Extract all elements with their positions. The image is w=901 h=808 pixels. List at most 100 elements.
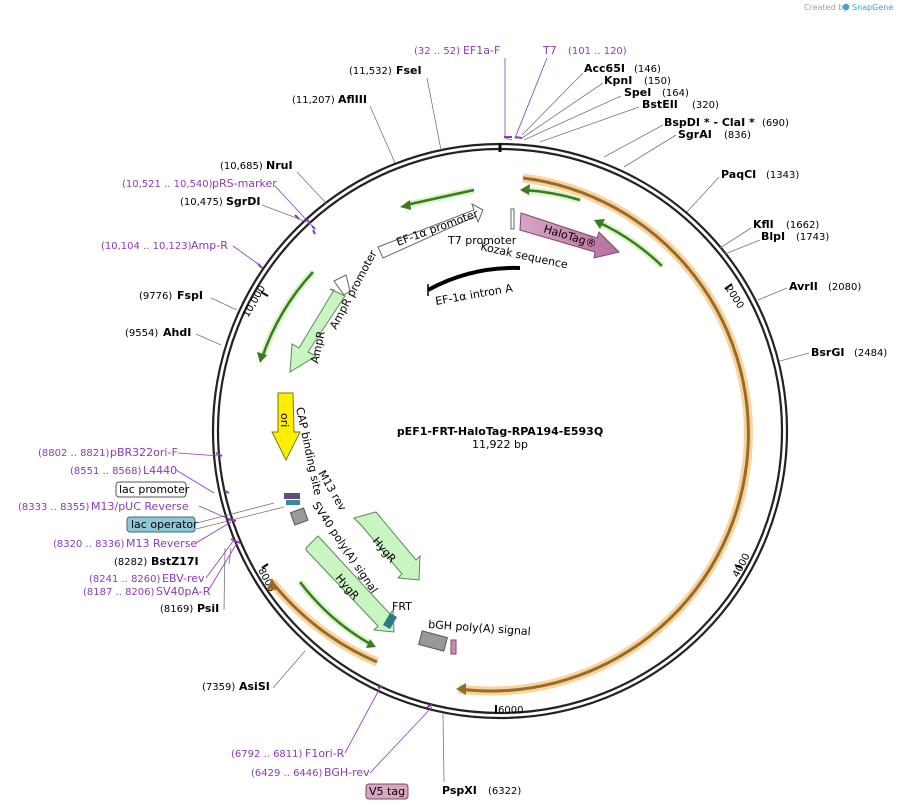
primer-sv40pa-r: SV40pA-R xyxy=(156,585,211,598)
enzyme-spei: SpeI xyxy=(624,86,651,99)
bgh-box xyxy=(418,630,448,652)
frt-shape xyxy=(383,612,397,630)
lac-cluster-2 xyxy=(286,500,300,505)
svg-text:(6322): (6322) xyxy=(488,786,521,797)
enzyme-pspxi: PspXI xyxy=(442,784,477,797)
ori-shape xyxy=(271,392,301,462)
bgh-label: bGH poly(A) signal xyxy=(428,618,531,638)
cap-label: CAP binding site xyxy=(293,406,324,497)
svg-text:(8241 .. 8260): (8241 .. 8260) xyxy=(89,574,161,585)
t7-promoter-label: T7 promoter xyxy=(447,234,517,247)
leader-lines xyxy=(195,72,810,783)
svg-text:(10,104 .. 10,123): (10,104 .. 10,123) xyxy=(101,241,192,252)
halotag-shape xyxy=(519,212,620,259)
svg-text:(7359): (7359) xyxy=(202,682,235,693)
orf-hygr xyxy=(270,581,378,664)
v5-tag-label: V5 tag xyxy=(369,785,405,798)
svg-text:(6429 .. 6446): (6429 .. 6446) xyxy=(251,768,323,779)
primer-ebv-rev: EBV-rev xyxy=(162,572,205,585)
ef1a-promoter-shape xyxy=(377,202,484,259)
lac-promoter-label: lac promoter xyxy=(119,483,190,496)
sv40-box xyxy=(289,507,309,526)
primer-m13-reverse: M13 Reverse xyxy=(126,537,197,550)
v5-tag-box xyxy=(365,783,409,800)
orf-halo-rpa194 xyxy=(458,176,750,693)
primer-t7: T7 xyxy=(542,44,557,57)
enzyme-afliii: AflIII xyxy=(338,93,367,106)
svg-text:(150): (150) xyxy=(644,76,671,87)
svg-text:(8551 .. 8568): (8551 .. 8568) xyxy=(70,466,142,477)
primer-bgh-rev: BGH-rev xyxy=(324,766,370,779)
enzyme-sgrdi: SgrDI xyxy=(226,195,260,208)
orf-arrowhead xyxy=(456,683,466,695)
svg-text:(164): (164) xyxy=(662,88,689,99)
lac-promoter-box xyxy=(115,481,187,498)
svg-text:(10,685): (10,685) xyxy=(220,161,263,172)
snapgene-brand: SnapGene xyxy=(852,3,893,12)
svg-text:(101 .. 120): (101 .. 120) xyxy=(568,46,627,57)
ampr-promoter-label: AmpR promoter xyxy=(327,248,380,332)
primer-m13-puc-reverse: M13/pUC Reverse xyxy=(91,500,189,513)
green-orfs xyxy=(257,184,665,649)
ori-label: ori xyxy=(278,413,291,427)
enzyme-paqci: PaqCI xyxy=(721,168,756,181)
svg-text:(10,475): (10,475) xyxy=(180,197,223,208)
enzyme-kfli: KflI xyxy=(753,218,774,231)
primer-f1ori-r: F1ori-R xyxy=(305,747,345,760)
primer-pbr322ori-f: pBR322ori-F xyxy=(110,446,178,459)
enzyme-ahdi: AhdI xyxy=(163,326,191,339)
svg-text:(8320 .. 8336): (8320 .. 8336) xyxy=(53,539,125,550)
svg-text:(8169): (8169) xyxy=(160,604,193,615)
primer-labels: (32 .. 52) EF1a-F T7 (101 .. 120) (10,52… xyxy=(18,44,627,779)
svg-text:(6792 .. 6811): (6792 .. 6811) xyxy=(231,749,303,760)
ef1a-intron-label: EF-1α intron A xyxy=(434,281,514,307)
plasmid-name: pEF1-FRT-HaloTag-RPA194-E593Q xyxy=(397,425,603,438)
enzyme-fspi: FspI xyxy=(177,289,203,302)
svg-text:(1343): (1343) xyxy=(766,170,799,181)
svg-text:(320): (320) xyxy=(692,100,719,111)
svg-text:(1743): (1743) xyxy=(796,232,829,243)
t7-promoter-shape xyxy=(510,208,515,230)
ampr-promoter-shape xyxy=(333,274,351,296)
enzyme-avrii: AvrII xyxy=(789,280,818,293)
primer-ef1a-f: EF1a-F xyxy=(463,44,500,57)
svg-text:(11,207): (11,207) xyxy=(292,95,335,106)
orf-hygr-arrowhead xyxy=(267,578,278,590)
halotag-label: HaloTag® xyxy=(542,222,598,250)
enzyme-blpi: BlpI xyxy=(761,230,785,243)
hygr-shape-2 xyxy=(305,535,395,633)
svg-text:(32 .. 52): (32 .. 52) xyxy=(414,46,460,57)
enzyme-labels-right: Acc65I (146) KpnI (150) SpeI (164) BstEI… xyxy=(584,62,887,359)
created-by-text: Created by xyxy=(804,3,848,12)
svg-text:(8282): (8282) xyxy=(114,557,147,568)
svg-text:(9554): (9554) xyxy=(125,328,158,339)
primer-prs-marker: pRS-marker xyxy=(212,177,277,190)
frt-label: FRT xyxy=(392,600,412,613)
svg-text:(8333 .. 8355): (8333 .. 8355) xyxy=(18,502,90,513)
svg-text:(146): (146) xyxy=(634,64,661,75)
snapgene-credit: Created by SnapGene xyxy=(804,3,893,12)
enzyme-bstz17i: BstZ17I xyxy=(151,555,199,568)
lac-operator-label: lac operator xyxy=(131,518,198,531)
svg-text:(690): (690) xyxy=(762,118,789,129)
ampr-shape xyxy=(289,288,346,373)
svg-text:(8187 .. 8206): (8187 .. 8206) xyxy=(83,587,155,598)
svg-text:(1662): (1662) xyxy=(786,220,819,231)
svg-text:(11,532): (11,532) xyxy=(349,66,392,77)
hygr-shape-1 xyxy=(353,511,421,581)
enzyme-fsei: FseI xyxy=(396,64,422,77)
enzyme-bspdi-clai: BspDI * - ClaI * xyxy=(664,116,755,129)
primer-marks xyxy=(215,136,523,708)
enzyme-marks xyxy=(294,214,316,235)
enzyme-nrui: NruI xyxy=(266,159,293,172)
v5-marker xyxy=(450,639,457,655)
enzyme-asisi: AsiSI xyxy=(239,680,270,693)
svg-text:(10,521 .. 10,540): (10,521 .. 10,540) xyxy=(122,179,213,190)
tick-6000: 6000 xyxy=(498,705,523,716)
enzyme-psii: PsiI xyxy=(197,602,219,615)
ef1a-intron-shape xyxy=(427,265,521,292)
lac-operator-box xyxy=(126,516,196,533)
tick-10000: 10,000 xyxy=(241,284,268,320)
enzyme-bsteii: BstEII xyxy=(642,98,678,111)
